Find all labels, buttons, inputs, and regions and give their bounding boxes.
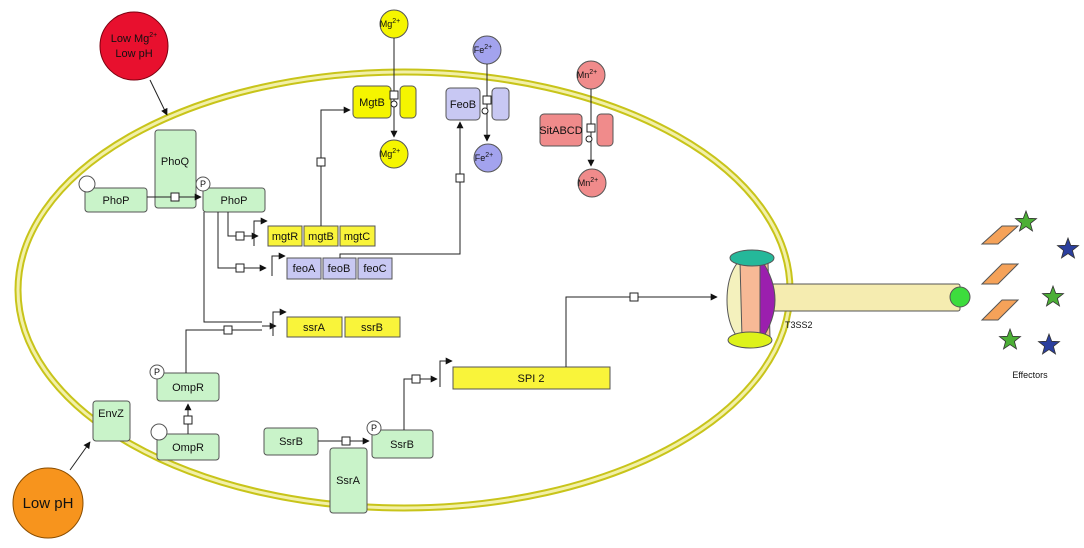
mg-ion-inside: [379, 139, 409, 169]
mgtr-gene: mgtR: [272, 231, 298, 243]
ompr-to-ssr-edge: [185, 329, 262, 352]
svg-text:Fe2+: Fe2+: [475, 152, 494, 163]
phop-mgt-process-node: [235, 231, 245, 241]
spi2-label: SPI 2: [518, 373, 545, 385]
effector-stars: [998, 209, 1080, 355]
mgtb-expression-edge: [320, 106, 351, 226]
effector-parallelogram-3: [980, 299, 1020, 321]
phop-p-label: PhoP: [221, 195, 248, 207]
mgtc-gene: mgtC: [344, 231, 370, 243]
fe-ion-inside: [473, 143, 503, 173]
ompr-label: OmpR: [172, 442, 204, 454]
mgt-operon: mgtR mgtB mgtC: [267, 225, 376, 247]
ssrb-p-label: SsrB: [390, 439, 414, 451]
effector-star-2: [1056, 236, 1080, 259]
effector-parallelogram-2: [980, 263, 1020, 285]
ssrb-to-spi2-edge: [403, 378, 427, 430]
svg-text:Fe2+: Fe2+: [474, 44, 493, 55]
feob-expression-edge: [339, 121, 464, 258]
ssrb-gene: ssrB: [361, 322, 383, 334]
low-ph-label-1: Low pH: [115, 48, 152, 60]
phop-label: PhoP: [103, 195, 130, 207]
ompr-phosphorylated: OmpR P: [149, 364, 220, 402]
ompr-p-label: OmpR: [172, 382, 204, 394]
effector-star-1: [1014, 209, 1038, 232]
low-mg-label: Low Mg: [111, 33, 150, 45]
ompr-process-node: [183, 415, 193, 425]
mg-catalysis-circle: [390, 100, 398, 108]
effector-star-3: [1041, 284, 1065, 307]
ssra-label: SsrA: [336, 475, 361, 487]
phop-to-ssr-edge: [203, 212, 262, 323]
phoq-label: PhoQ: [161, 156, 190, 168]
mgt-promoter-arrow: [253, 217, 268, 246]
envz-sensor-kinase: EnvZ: [92, 400, 131, 442]
effector-star-4: [998, 327, 1022, 350]
phop-unphosphorylated: PhoP: [78, 175, 148, 213]
ssra-sensor-kinase: SsrA: [329, 447, 368, 514]
phop-process-node: [170, 192, 180, 202]
mgtb-gene: mgtB: [308, 231, 334, 243]
phop-phospho-label: P: [200, 179, 206, 189]
feo-promoter-arrow: [271, 252, 286, 276]
mgtb-transporter: MgtB: [352, 85, 417, 119]
feob-transporter-label: FeoB: [450, 99, 476, 111]
signal-arrow-to-phoq: [149, 79, 168, 116]
phop-phosphorylated: PhoP P: [195, 176, 266, 213]
envz-label: EnvZ: [98, 408, 124, 420]
sitabcd-transporter: SitABCD: [539, 113, 614, 147]
ompr-phospho-label: P: [154, 367, 160, 377]
mn-ion-inside: [577, 168, 607, 198]
t3ss2-apparatus: [726, 249, 971, 349]
svg-text:Mg2+: Mg2+: [380, 18, 401, 29]
feob-expression-node: [455, 173, 465, 183]
svg-text:Mn2+: Mn2+: [578, 177, 599, 188]
phop-feo-process-node: [235, 263, 245, 273]
t3ss2-label: T3SS2: [785, 320, 813, 330]
ssr-promoter-arrow: [272, 308, 287, 336]
ssr-process-node: [223, 325, 233, 335]
ssra-gene: ssrA: [303, 322, 326, 334]
low-mg-superscript: 2+: [149, 32, 157, 39]
low-ph-signal: Low pH: [12, 467, 84, 539]
low-ph-label-2: Low pH: [23, 495, 74, 512]
effector-star-5: [1037, 332, 1061, 355]
mg-process-node: [389, 90, 399, 100]
ssrb-label: SsrB: [279, 436, 303, 448]
ssrb-unphosphorylated: SsrB: [263, 427, 319, 456]
t3ss-process-node: [629, 292, 639, 302]
mn-catalysis-circle: [585, 135, 593, 143]
ssr-operon: ssrA ssrB: [286, 316, 401, 338]
feoa-gene: feoA: [293, 263, 316, 275]
mn-process-node: [586, 123, 596, 133]
phoq-sensor-kinase: PhoQ: [154, 129, 197, 209]
feob-transporter: FeoB: [445, 87, 510, 121]
feo-operon: feoA feoB feoC: [286, 257, 393, 280]
fe-process-node: [482, 95, 492, 105]
svg-text:Low Mg2+: Low Mg2+: [111, 32, 158, 45]
sitabcd-transporter-label: SitABCD: [539, 125, 582, 137]
signal-arrow-to-envz: [69, 441, 91, 471]
low-mg-low-ph-signal: Low Mg2+ Low pH: [99, 11, 169, 81]
ssrb-process-node: [341, 436, 351, 446]
feoc-gene: feoC: [363, 263, 386, 275]
ssrb-spi2-process-node: [411, 374, 421, 384]
spi2-to-t3ss-edge: [565, 293, 718, 367]
mgtb-expression-node: [316, 157, 326, 167]
svg-text:Mn2+: Mn2+: [577, 69, 598, 80]
ssrb-phospho-label: P: [371, 423, 377, 433]
fe-catalysis-circle: [481, 107, 489, 115]
svg-text:Mg2+: Mg2+: [380, 148, 401, 159]
ompr-unphosphorylated: OmpR: [150, 423, 220, 461]
feob-gene: feoB: [328, 263, 351, 275]
effector-parallelogram-1: [980, 225, 1020, 245]
ssrb-phosphorylated: SsrB P: [366, 420, 434, 459]
effectors-label: Effectors: [1012, 370, 1048, 380]
mgtb-transporter-label: MgtB: [359, 97, 385, 109]
spi2-promoter-arrow: [439, 357, 453, 387]
spi2-island: SPI 2: [452, 366, 611, 390]
